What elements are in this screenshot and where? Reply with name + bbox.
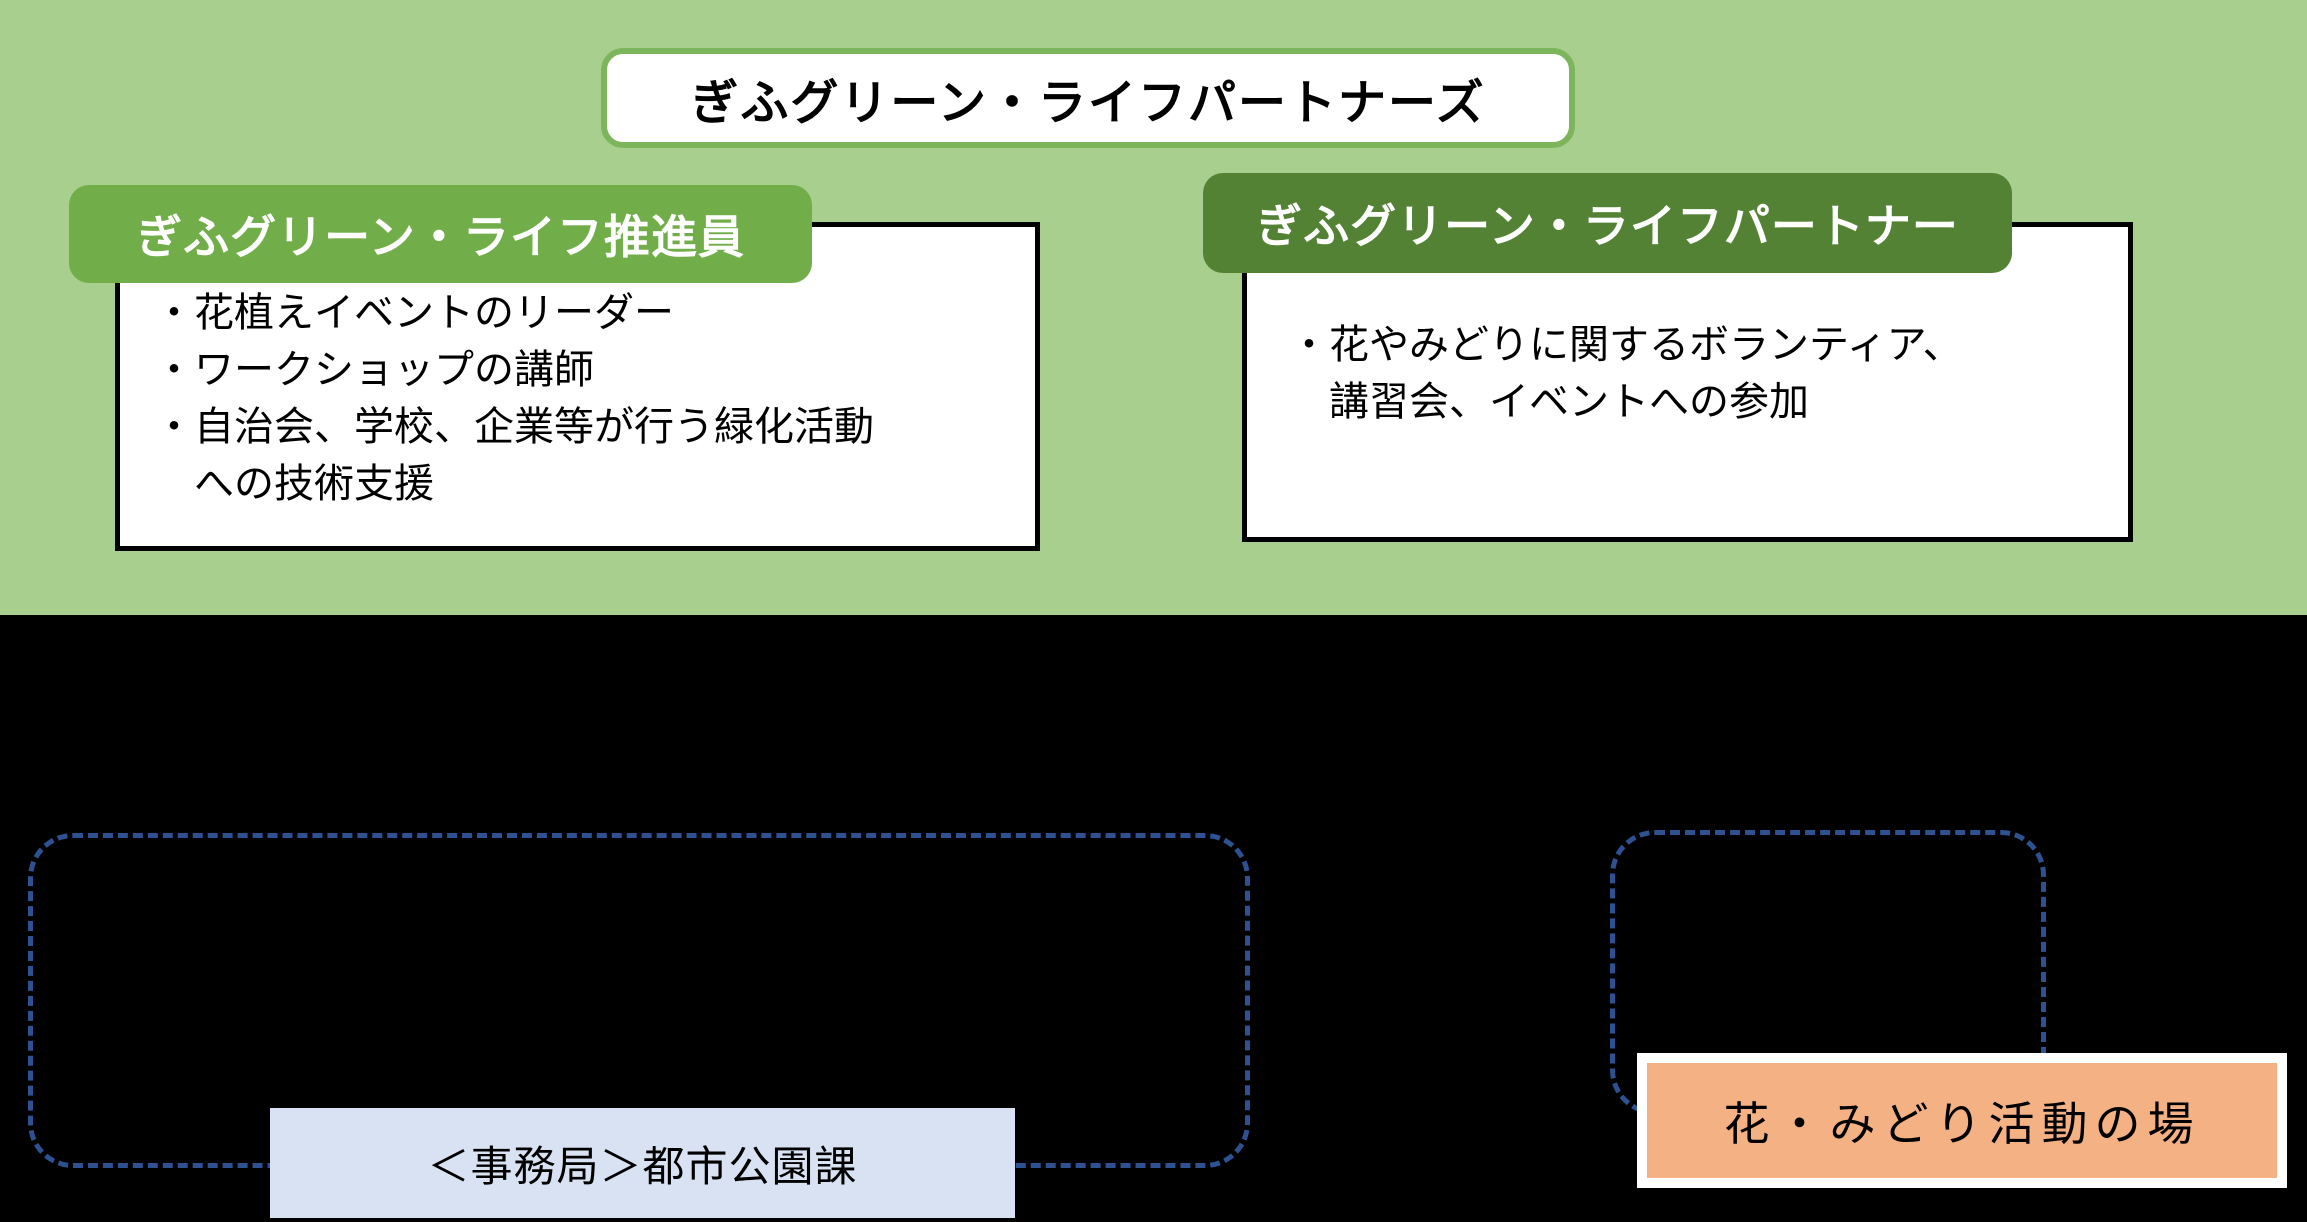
- promoter-bullet-line: ・自治会、学校、企業等が行う緑化活動: [154, 405, 874, 449]
- main-title: ぎふグリーン・ライフパートナーズ: [690, 77, 1486, 130]
- partner-detail-box: ・花やみどりに関するボランティア、 講習会、イベントへの参加: [1242, 222, 2133, 542]
- main-title-box: ぎふグリーン・ライフパートナーズ: [601, 48, 1575, 148]
- secretariat-label-text: ＜事務局＞都市公園課: [427, 1142, 858, 1190]
- activity-label: 花・みどり活動の場: [1637, 1053, 2287, 1188]
- partner-bullet-line: 講習会、イベントへの参加: [1289, 380, 1809, 424]
- partner-header-label: ぎふグリーン・ライフパートナー: [1256, 200, 1959, 252]
- promoter-header: ぎふグリーン・ライフ推進員: [69, 185, 812, 283]
- promoter-bullet-line: への技術支援: [154, 462, 434, 506]
- promoter-header-label: ぎふグリーン・ライフ推進員: [136, 211, 745, 263]
- promoter-bullet-line: ・花植えイベントのリーダー: [154, 291, 674, 335]
- activity-label-text: 花・みどり活動の場: [1723, 1097, 2201, 1150]
- secretariat-label: ＜事務局＞都市公園課: [270, 1108, 1015, 1218]
- partner-header: ぎふグリーン・ライフパートナー: [1203, 173, 2012, 273]
- partner-bullet-line: ・花やみどりに関するボランティア、: [1289, 323, 1963, 367]
- promoter-bullet-line: ・ワークショップの講師: [154, 348, 594, 392]
